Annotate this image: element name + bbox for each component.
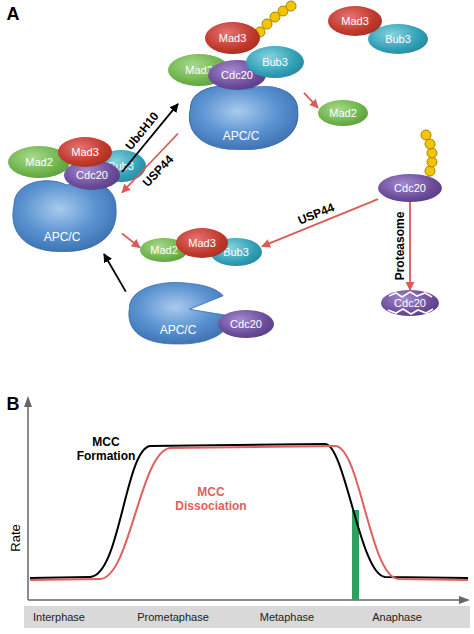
protein-name: Mad2 — [150, 245, 178, 256]
ubiquitin-chain — [255, 1, 296, 37]
protein-name: Cdc20 — [394, 183, 426, 194]
reaction-arrow — [104, 254, 126, 292]
protein-name: Cdc20 — [76, 170, 108, 181]
edge-label: Proteasome — [393, 212, 407, 281]
reaction-arrow — [262, 199, 378, 246]
protein-name: Bub3 — [262, 57, 288, 68]
curve-label: MCC Formation — [74, 436, 138, 464]
mad3-protein: Mad3 — [205, 22, 260, 54]
axis-arrowhead — [459, 596, 470, 604]
protein-name: Mad3 — [219, 33, 247, 44]
reaction-arrow — [304, 93, 318, 108]
edge-label: UbcH10 — [122, 109, 161, 152]
dissociation-curve — [30, 446, 468, 580]
axis-title: Rate — [9, 513, 24, 563]
apcc-shape — [13, 181, 116, 252]
protein-name: Mad3 — [71, 147, 99, 158]
reaction-arrow — [122, 234, 140, 248]
panel-letter: B — [1, 394, 25, 415]
cdc20-protein: Cdc20 — [218, 310, 274, 338]
cdc20-ubiquitinated: Cdc20 — [378, 174, 442, 202]
protein-name: Mad3 — [341, 16, 369, 27]
curve-label: MCC Dissociation — [167, 486, 255, 514]
ubiquitin-chain — [421, 130, 437, 176]
mad3-protein: Mad3 — [58, 137, 112, 167]
phase-name: Anaphase — [372, 612, 422, 623]
bub3-protein: Bub3 — [246, 46, 304, 78]
protein-name: APC/C — [223, 130, 260, 142]
protein-name: Bub3 — [223, 247, 249, 258]
apcc-free: APC/C — [120, 278, 236, 346]
y-axis — [27, 405, 29, 600]
protein-name: Mad3 — [188, 238, 216, 249]
protein-name: Mad2 — [329, 108, 357, 119]
cell-cycle-phase-band: Interphase Prometaphase Metaphase Anaphase — [24, 606, 470, 628]
phase-name: Prometaphase — [137, 612, 209, 623]
protein-name: Bub3 — [385, 34, 411, 45]
protein-name: Cdc20 — [221, 70, 253, 81]
axis-arrowhead — [24, 396, 32, 407]
protein-name: APC/C — [44, 231, 81, 243]
phase-name: Interphase — [33, 612, 85, 623]
reaction-arrow — [409, 202, 411, 290]
apcc-shape — [129, 282, 232, 344]
panel-letter: A — [1, 4, 25, 25]
mad3-protein: Mad3 — [176, 228, 228, 258]
mad2-protein: Mad2 — [318, 100, 368, 126]
x-axis — [28, 599, 461, 601]
protein-name: APC/C — [160, 324, 197, 336]
protein-name: Cdc20 — [230, 319, 262, 330]
apcc-shape — [189, 86, 297, 150]
phase-name: Metaphase — [260, 612, 314, 623]
formation-curve — [30, 444, 468, 578]
crack-line — [389, 292, 432, 297]
edge-label: USP44 — [140, 152, 176, 189]
protein-name: Mad2 — [25, 157, 53, 168]
crack-line — [388, 309, 433, 314]
rate-chart — [24, 396, 470, 604]
cdc20-degraded: Cdc20 — [381, 290, 439, 316]
edge-label: USP44 — [296, 200, 337, 227]
mad3-protein: Mad3 — [328, 6, 382, 36]
degradation-crack — [381, 290, 439, 316]
protein-name: Cdc20 — [394, 298, 426, 309]
